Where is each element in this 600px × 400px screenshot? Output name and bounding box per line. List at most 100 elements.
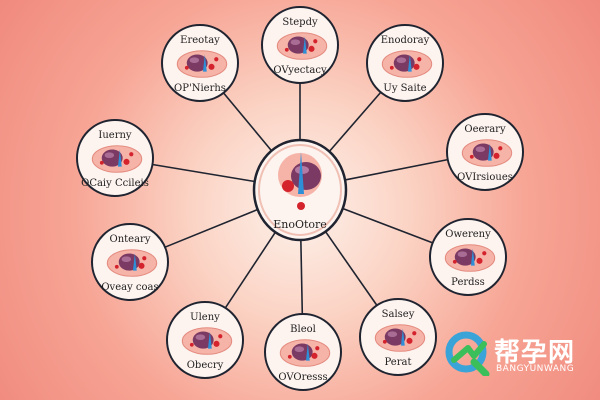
pointer-icon	[207, 331, 212, 349]
uterus-highlight	[475, 146, 486, 153]
node-top-label: Onteary	[110, 234, 151, 245]
blood-drop-icon	[214, 57, 219, 62]
pointer-icon	[117, 149, 122, 167]
blood-drop-icon	[138, 262, 145, 269]
connector-line-4	[152, 163, 255, 183]
node-top-label: Oeerary	[464, 124, 506, 135]
blood-drop-icon	[417, 57, 422, 62]
bangyunwang-q-logo-icon	[445, 331, 490, 376]
center-label: EnoOtore	[273, 218, 327, 231]
uterus-highlight	[189, 57, 200, 64]
blood-drop-icon	[406, 337, 413, 344]
node-bottom-label: Uy Saite	[383, 83, 426, 94]
uterus-shape	[291, 162, 321, 190]
node-top-label: Ereotay	[180, 35, 220, 46]
uterus-shape	[393, 54, 415, 72]
node-top-label: Enodoray	[381, 35, 430, 46]
uterus-shape	[118, 253, 140, 271]
blood-drop-icon	[218, 334, 223, 339]
connector-line-6	[164, 208, 258, 248]
blood-drop-icon	[282, 180, 294, 192]
node-top-label: Salsey	[382, 309, 415, 320]
blood-drop-icon	[208, 63, 215, 70]
blood-drop-icon	[311, 352, 318, 359]
connector-line-1	[222, 92, 273, 152]
blood-drop-icon	[413, 63, 420, 70]
uterus-highlight	[396, 57, 407, 64]
node-bottom-label: Perat	[385, 357, 412, 368]
blood-drop-icon	[213, 340, 220, 347]
blood-drop-icon	[382, 339, 387, 344]
connector-line-3	[328, 91, 382, 152]
diagram-node-3: Enodoray Uy Saite	[366, 24, 444, 102]
pointer-icon	[470, 248, 475, 266]
node-top-label: Bleol	[290, 324, 316, 335]
uterus-highlight	[387, 331, 398, 338]
uterus-shape	[291, 343, 313, 361]
node-top-label: Stepdy	[282, 17, 318, 28]
connector-line-7	[342, 207, 433, 244]
uterus-highlight	[290, 39, 301, 46]
blood-drop-icon	[482, 251, 487, 256]
blood-drop-icon	[469, 154, 474, 159]
blood-drop-icon	[287, 354, 292, 359]
watermark-subtitle: BANGYUNWANG	[496, 364, 575, 374]
pointer-icon	[305, 343, 310, 361]
node-bottom-label: Perdss	[451, 277, 485, 288]
blood-drop-icon	[476, 257, 483, 264]
node-bottom-label: OCaiy Ccileis	[81, 178, 149, 189]
blood-drop-icon	[284, 47, 289, 52]
blood-drop-icon	[313, 39, 318, 44]
pointer-icon	[202, 54, 207, 72]
pointer-icon	[407, 54, 412, 72]
node-top-label: Owereny	[445, 229, 491, 240]
uterus-highlight	[457, 251, 468, 258]
blood-drop-icon	[315, 346, 320, 351]
blood-drop-icon	[184, 65, 189, 70]
node-bottom-label: OVIrsioues	[457, 172, 513, 183]
blood-drop-icon	[452, 259, 457, 264]
node-top-label: Uleny	[190, 312, 220, 323]
blood-drop-icon	[412, 331, 417, 336]
connector-line-10	[324, 231, 378, 306]
node-bottom-label: OP'Nierhs	[174, 83, 226, 94]
node-bottom-label: OVyectacy	[273, 65, 327, 76]
node-bottom-label: OVOresss	[278, 372, 327, 383]
blood-drop-icon	[389, 65, 394, 70]
blood-drop-icon	[189, 342, 194, 347]
blood-drop-icon	[142, 256, 147, 261]
uterus-highlight	[294, 346, 305, 353]
pointer-icon	[302, 36, 307, 54]
uterus-highlight	[195, 334, 206, 341]
pointer-icon	[400, 328, 405, 346]
blood-drop-icon	[297, 202, 305, 210]
blood-drop-icon	[129, 152, 134, 157]
node-top-label: Iuerny	[98, 130, 132, 141]
pointer-icon	[132, 253, 137, 271]
pointer-icon	[298, 152, 304, 194]
blood-drop-icon	[308, 45, 315, 52]
watermark-title: 帮孕网	[494, 338, 576, 368]
blood-drop-icon	[498, 146, 503, 151]
blood-drop-icon	[123, 158, 130, 165]
blood-drop-icon	[99, 160, 104, 165]
uterus-highlight	[121, 256, 132, 263]
connector-line-8	[224, 231, 277, 309]
connector-line-9	[300, 239, 304, 315]
node-bottom-label: Obecry	[187, 360, 224, 371]
uterus-highlight	[104, 152, 115, 159]
blood-drop-icon	[114, 264, 119, 269]
connector-line-5	[344, 158, 448, 181]
pointer-icon	[487, 143, 492, 161]
watermark: 帮孕网 BANGYUNWANG	[444, 330, 600, 382]
